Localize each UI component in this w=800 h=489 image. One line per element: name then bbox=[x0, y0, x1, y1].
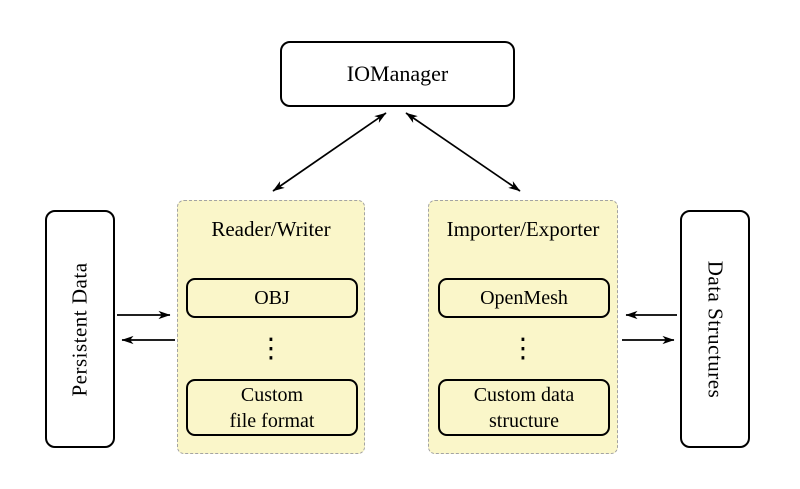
node-persistent-data: Persistent Data bbox=[45, 210, 115, 448]
group-reader-writer: Reader/Writer OBJ ⋮ Custom file format bbox=[177, 200, 365, 454]
node-custom-data-structure: Custom data structure bbox=[438, 379, 610, 436]
node-openmesh: OpenMesh bbox=[438, 278, 610, 318]
node-iomanager: IOManager bbox=[280, 41, 515, 107]
node-persistent-data-label: Persistent Data bbox=[67, 261, 92, 397]
vertical-ellipsis: ⋮ bbox=[509, 333, 537, 364]
edge-iomanager-readerwriter bbox=[272, 112, 387, 192]
vertical-ellipsis: ⋮ bbox=[257, 333, 285, 364]
node-obj: OBJ bbox=[186, 278, 358, 318]
group-importer-exporter-title: Importer/Exporter bbox=[446, 217, 600, 241]
node-iomanager-label: IOManager bbox=[346, 61, 449, 86]
node-data-structures: Data Structures bbox=[680, 210, 750, 448]
node-custom-file-format: Custom file format bbox=[186, 379, 358, 436]
group-importer-exporter: Importer/Exporter OpenMesh ⋮ Custom data… bbox=[428, 200, 618, 454]
group-reader-writer-title: Reader/Writer bbox=[211, 217, 331, 241]
edge-iomanager-importerexporter bbox=[405, 112, 521, 192]
node-data-structures-label: Data Structures bbox=[703, 260, 728, 398]
